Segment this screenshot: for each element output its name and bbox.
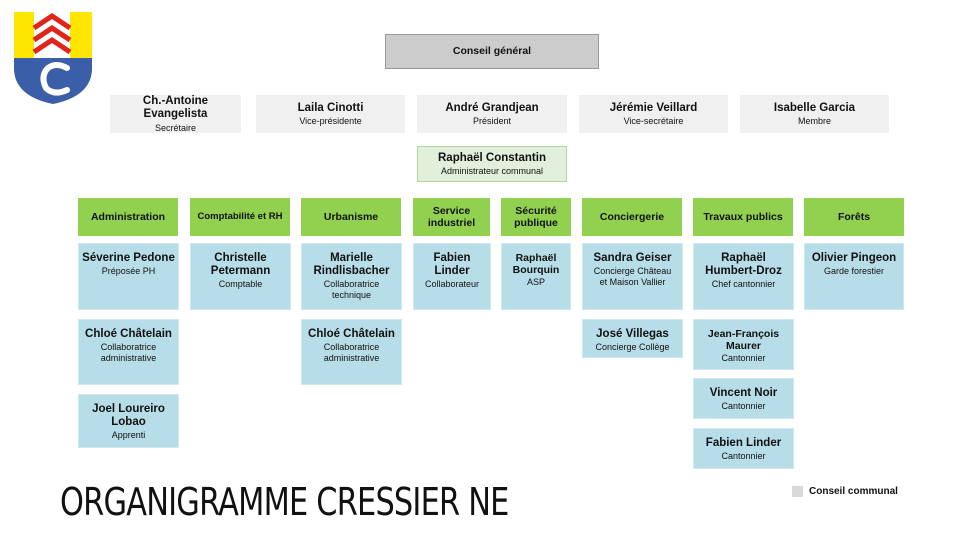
staff-box: Marielle Rindlisbacher Collaboratrice te… — [301, 243, 402, 310]
staff-name: José Villegas — [596, 328, 669, 340]
staff-role: Collaboratrice administrative — [100, 342, 157, 363]
department-name: Comptabilité et RH — [197, 210, 283, 222]
staff-box: Olivier Pingeon Garde forestier — [804, 243, 904, 310]
council-member-box: André Grandjean Président — [417, 95, 567, 133]
council-member-name: Jérémie Veillard — [609, 101, 698, 114]
staff-box: Jean-François Maurer Cantonnier — [693, 319, 794, 370]
staff-role: Apprenti — [111, 430, 146, 441]
staff-role: Collaboratrice technique — [323, 279, 380, 300]
department-name: Conciergerie — [599, 210, 665, 223]
staff-role: Chef cantonnier — [711, 279, 776, 290]
staff-box: Raphaël Bourquin ASP — [501, 243, 571, 310]
legend-label: Conseil communal — [809, 486, 898, 497]
staff-name: Séverine Pedone — [82, 252, 175, 264]
department-header: Service industriel — [413, 198, 490, 236]
council-member-box: Isabelle Garcia Membre — [740, 95, 889, 133]
staff-box: Raphaël Humbert-Droz Chef cantonnier — [693, 243, 794, 310]
administrator-box: Raphaël Constantin Administrateur commun… — [417, 146, 567, 182]
staff-name: Jean-François Maurer — [707, 328, 780, 353]
staff-name: Sandra Geiser — [593, 252, 672, 264]
council-member-name: André Grandjean — [445, 101, 539, 114]
staff-name: Raphaël Bourquin — [512, 252, 560, 277]
department-header: Conciergerie — [582, 198, 682, 236]
department-name: Urbanisme — [323, 210, 379, 223]
department-header: Travaux publics — [693, 198, 793, 236]
council-member-name: Laila Cinotti — [297, 101, 364, 114]
council-member-box: Ch.-Antoine Evangelista Secrétaire — [110, 95, 241, 133]
department-header: Sécurité publique — [501, 198, 571, 236]
staff-name: Raphaël Humbert-Droz — [705, 252, 782, 278]
legend-swatch — [792, 486, 803, 497]
department-name: Forêts — [837, 210, 871, 223]
staff-box: Sandra Geiser Concierge Château et Maiso… — [582, 243, 683, 310]
staff-name: Christelle Petermann — [210, 252, 271, 278]
department-name: Travaux publics — [703, 210, 783, 223]
staff-name: Marielle Rindlisbacher — [313, 252, 390, 278]
page-title: ORGANIGRAMME CRESSIER NE — [60, 480, 509, 524]
administrator-role: Administrateur communal — [440, 165, 544, 176]
department-header: Forêts — [804, 198, 904, 236]
department-header: Urbanisme — [301, 198, 401, 236]
council-member-role: Vice-présidente — [299, 115, 362, 126]
legend: Conseil communal — [792, 486, 898, 497]
department-name: Administration — [90, 210, 166, 223]
staff-role: Collaboratrice administrative — [323, 342, 380, 363]
staff-role: Cantonnier — [721, 401, 766, 412]
staff-box: Vincent Noir Cantonnier — [693, 378, 794, 419]
staff-role: Garde forestier — [823, 266, 885, 277]
staff-box: Chloé Châtelain Collaboratrice administr… — [301, 319, 402, 385]
department-name: Service industriel — [427, 204, 476, 229]
council-member-box: Jérémie Veillard Vice-secrétaire — [579, 95, 728, 133]
staff-name: Fabien Linder — [433, 252, 471, 278]
staff-role: Cantonnier — [721, 353, 766, 364]
council-member-role: Vice-secrétaire — [623, 115, 684, 126]
staff-role: Collaborateur — [424, 279, 480, 290]
staff-role: Préposée PH — [101, 266, 156, 277]
general-council-label: Conseil général — [452, 45, 532, 58]
staff-box: Chloé Châtelain Collaboratrice administr… — [78, 319, 179, 385]
department-name: Sécurité publique — [514, 204, 558, 229]
council-member-box: Laila Cinotti Vice-présidente — [256, 95, 405, 133]
staff-role: Cantonnier — [721, 451, 766, 462]
general-council-box: Conseil général — [385, 34, 599, 69]
council-member-name: Isabelle Garcia — [773, 101, 856, 114]
staff-name: Chloé Châtelain — [308, 328, 395, 340]
council-member-role: Président — [472, 115, 512, 126]
staff-box: Fabien Linder Cantonnier — [693, 428, 794, 469]
cressier-coat-of-arms-logo — [14, 12, 92, 104]
staff-role: Concierge Collège — [595, 342, 670, 353]
council-member-role: Membre — [797, 115, 831, 126]
staff-box: Fabien Linder Collaborateur — [413, 243, 491, 310]
administrator-name: Raphaël Constantin — [438, 151, 546, 164]
staff-box: Christelle Petermann Comptable — [190, 243, 291, 310]
staff-name: Fabien Linder — [705, 437, 782, 449]
staff-role: ASP — [526, 277, 545, 288]
council-member-name: Ch.-Antoine Evangelista — [142, 95, 209, 121]
staff-name: Joel Loureiro Lobao — [92, 403, 165, 429]
staff-name: Olivier Pingeon — [811, 252, 897, 264]
staff-role: Concierge Château et Maison Vallier — [593, 266, 672, 287]
department-header: Administration — [78, 198, 178, 236]
staff-box: José Villegas Concierge Collège — [582, 319, 683, 358]
staff-box: Séverine Pedone Préposée PH — [78, 243, 179, 310]
council-member-role: Secrétaire — [154, 122, 197, 133]
department-header: Comptabilité et RH — [190, 198, 290, 236]
staff-name: Vincent Noir — [709, 387, 778, 399]
staff-role: Comptable — [218, 279, 263, 290]
staff-box: Joel Loureiro Lobao Apprenti — [78, 394, 179, 448]
staff-name: Chloé Châtelain — [85, 328, 172, 340]
